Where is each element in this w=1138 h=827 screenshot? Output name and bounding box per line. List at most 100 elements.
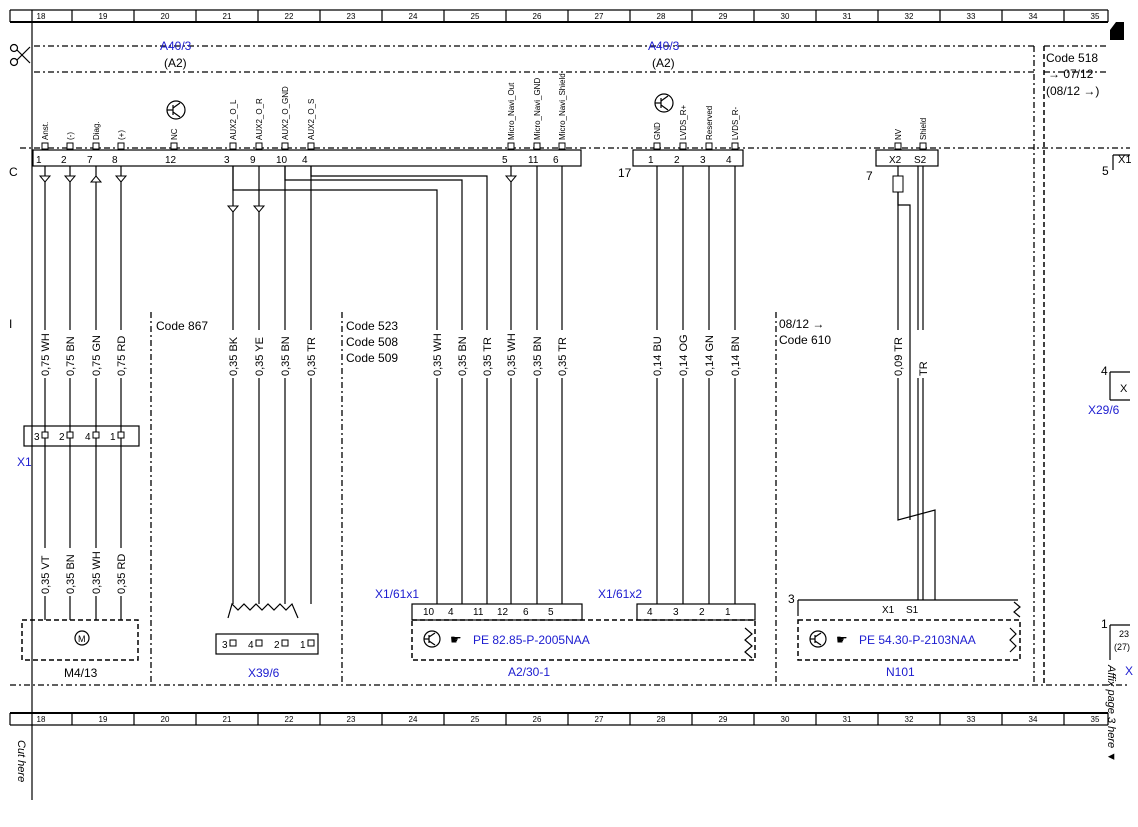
x1-pin: 4	[85, 432, 91, 443]
wire-label: 0,75 BN	[65, 336, 77, 376]
wire-label: 0,35 RD	[116, 554, 128, 594]
code-508: Code 508	[346, 335, 398, 349]
a2-pin: 10	[423, 607, 435, 618]
module-a40-left: A40/3	[160, 39, 192, 53]
ruler-number: 24	[409, 715, 418, 724]
ruler-number: 31	[843, 12, 852, 21]
scissors-icon	[9, 43, 31, 67]
top-pin-label: Micro_Navi_GND	[533, 78, 542, 140]
wire-label: 0,75 GN	[91, 335, 103, 376]
top-pin-number: 6	[553, 155, 559, 166]
right-conn-1: 1	[1101, 617, 1108, 631]
top-pin-number: 3	[224, 155, 230, 166]
wire-lines	[38, 166, 936, 620]
code-867: Code 867	[156, 319, 208, 333]
n101-pointer-icon: ☛	[836, 632, 848, 647]
module-a40-right-sub: (A2)	[652, 56, 675, 70]
x1-label: X1	[17, 455, 32, 469]
top-pin-number: 2	[674, 155, 680, 166]
x1-pin: 3	[34, 432, 40, 443]
top-pin-number: 5	[502, 155, 508, 166]
top-pin-number: 2	[61, 155, 67, 166]
ruler-number: 27	[595, 715, 604, 724]
top-pin-number: 8	[112, 155, 118, 166]
m4-symbol: M	[78, 634, 86, 644]
x39-pin: 1	[300, 640, 306, 651]
connector-main-c	[32, 149, 939, 167]
a2-pin: 4	[448, 607, 454, 618]
conn-5-label: X1	[1118, 154, 1131, 166]
a2-pin: 3	[673, 607, 679, 618]
wire-label: 0,14 GN	[704, 335, 716, 376]
code-518-line1: → 07/12	[1048, 67, 1094, 81]
ground-triangle-icon	[114, 175, 128, 183]
ground-triangle-icon	[38, 175, 52, 183]
a2-ref-link[interactable]: PE 82.85-P-2005NAA	[473, 633, 590, 647]
top-pin-number: 3	[700, 155, 706, 166]
ruler-number: 30	[781, 715, 790, 724]
wire-label: 0,14 BN	[730, 336, 742, 376]
top-pin-label: Micro_Navi_Out	[507, 82, 516, 140]
wire-label: 0,35 WH	[432, 333, 444, 376]
ground-triangle-icon	[504, 175, 518, 183]
ruler-number: 31	[843, 715, 852, 724]
ruler-number: 24	[409, 12, 418, 21]
wire-label: 0,35 WH	[91, 551, 103, 594]
module-a40-right: A40/3	[648, 39, 680, 53]
top-pin-number: 1	[36, 155, 42, 166]
top-pin-label: (-)	[66, 132, 75, 140]
ruler-number: 21	[223, 715, 232, 724]
x1-pin: 2	[59, 432, 65, 443]
top-pin-label: AUX2_O_L	[229, 99, 238, 140]
x39-pin: 3	[222, 640, 228, 651]
wire-label: 0,14 OG	[678, 334, 690, 376]
top-pin-label: AUX2_O_R	[255, 98, 264, 140]
ruler-number: 27	[595, 12, 604, 21]
ruler-number: 19	[99, 715, 108, 724]
cut-here-text: Cut here	[15, 740, 27, 782]
ruler-number: 26	[533, 715, 542, 724]
top-pin-number: 4	[726, 155, 732, 166]
wire-label: 0,75 WH	[40, 333, 52, 376]
a2-pin: 4	[647, 607, 653, 618]
ecu-symbol-icon-n101	[809, 630, 827, 648]
ground-triangle-icon	[63, 175, 77, 183]
top-pin-label: AUX2_O_S	[307, 99, 316, 140]
ruler-number: 32	[905, 12, 914, 21]
a2-conn-x1: X1/61x1	[375, 587, 419, 601]
m4-13-component: M M4/13	[21, 619, 139, 680]
right-edge-connector: 1 23 (27) X	[1101, 617, 1133, 678]
ground-triangle-icon	[252, 205, 266, 213]
a2-pin: 2	[699, 607, 705, 618]
ruler-number: 23	[347, 715, 356, 724]
wire-label: 0,35 BN	[532, 336, 544, 376]
top-pin-number: 1	[648, 155, 654, 166]
a2-pin: 5	[548, 607, 554, 618]
ruler-number: 34	[1029, 12, 1038, 21]
top-pin-label: NV	[894, 128, 903, 140]
conn-7: 7	[866, 169, 873, 183]
a2-pin: 12	[497, 607, 509, 618]
code-509: Code 509	[346, 351, 398, 365]
right-partial: X	[1125, 664, 1133, 678]
ruler-number: 29	[719, 12, 728, 21]
a2-pin: 1	[725, 607, 731, 618]
n101-ref-link[interactable]: PE 54.30-P-2103NAA	[859, 633, 976, 647]
wire-label: TR	[918, 361, 930, 376]
x39-pin: 2	[274, 640, 280, 651]
wire-label: 0,35 BN	[457, 336, 469, 376]
top-pin-label: LVDS_R+	[679, 104, 688, 140]
top-pin-label: Diag.	[92, 121, 101, 140]
right-num1: 23	[1119, 629, 1129, 639]
top-pin-label: Reserved	[705, 106, 714, 140]
ruler-number: 34	[1029, 715, 1038, 724]
ruler-number: 22	[285, 12, 294, 21]
ecu-symbol-icon-a2	[423, 630, 441, 648]
m4-label: M4/13	[64, 666, 98, 680]
top-pin-number: 11	[528, 155, 539, 166]
ruler-number: 28	[657, 12, 666, 21]
